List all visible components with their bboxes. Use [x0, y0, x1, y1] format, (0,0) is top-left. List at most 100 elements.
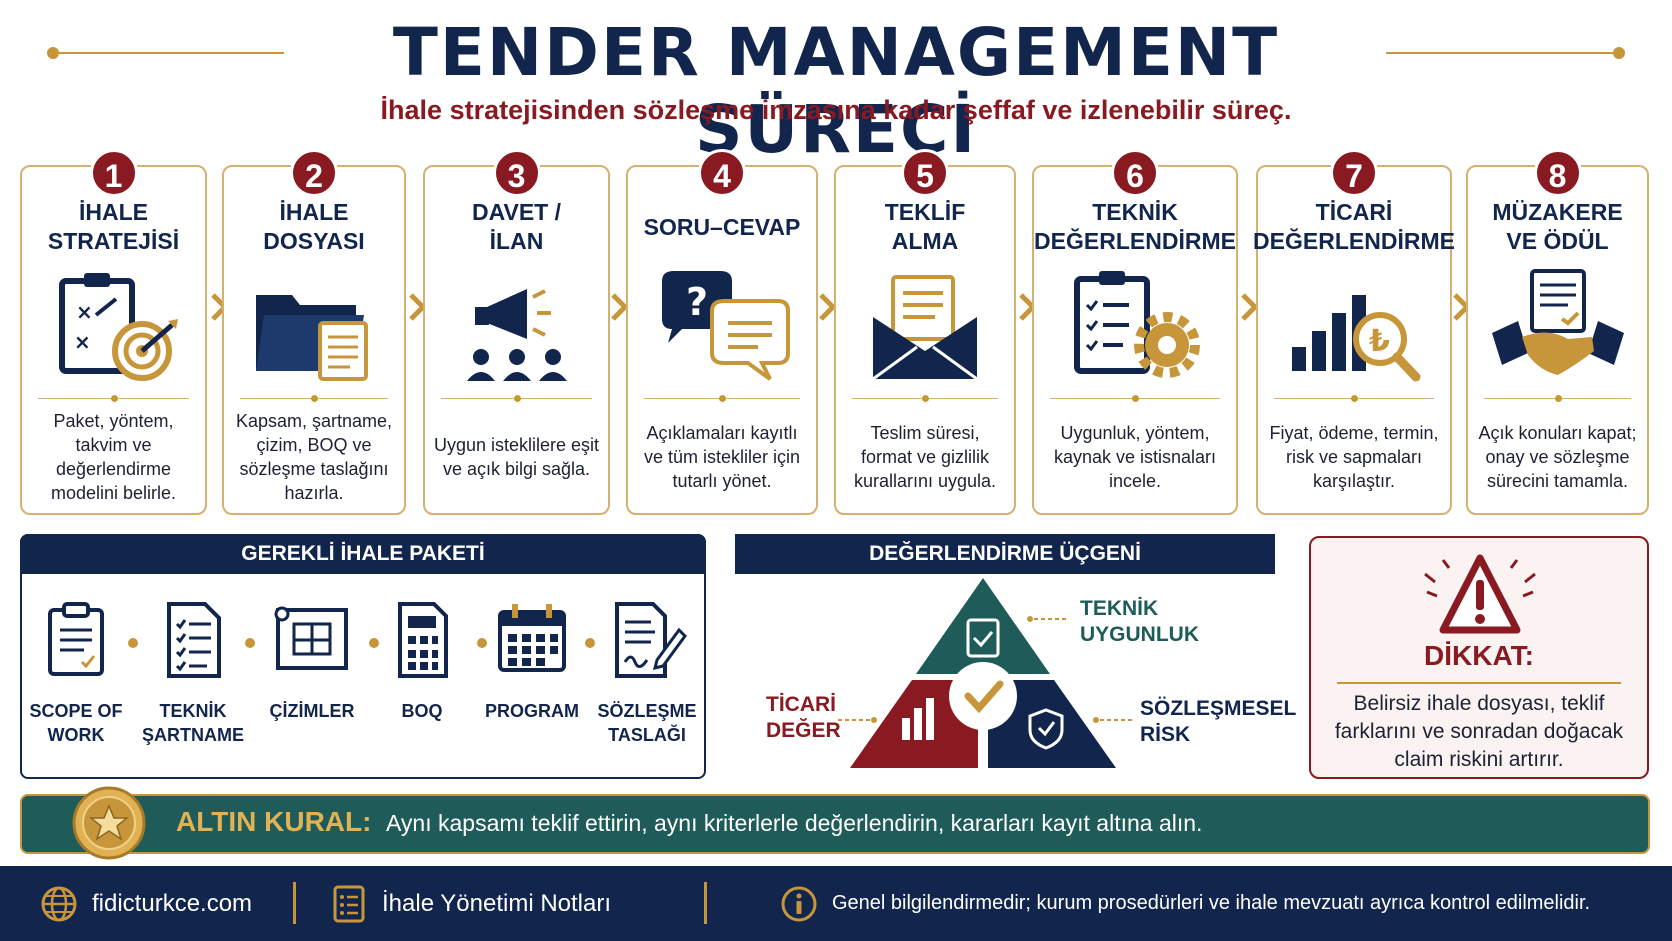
warning-title: DİKKAT: — [1424, 640, 1534, 671]
header: TENDER MANAGEMENT SÜRECİ İhale stratejis… — [0, 0, 1672, 168]
notes-list-icon — [333, 885, 365, 922]
step-number: 2 — [290, 149, 338, 197]
package-separator-dot — [245, 638, 255, 648]
clipboard-icon — [48, 602, 104, 676]
step-divider — [1484, 395, 1631, 402]
package-item-label: SCOPE OF WORK — [29, 701, 123, 745]
triangle-panel-title: DEĞERLENDİRME ÜÇGENİ — [735, 534, 1275, 574]
evaluation-triangle — [850, 578, 1116, 768]
step-number: 4 — [698, 149, 746, 197]
package-item-boq: BOQ — [362, 600, 482, 723]
footer: fidicturkce.com İhale Yönetimi Notları G… — [0, 866, 1672, 941]
chevron-right-icon — [611, 293, 628, 321]
page-subtitle: İhale stratejisinden sözleşme imzasına k… — [380, 95, 1292, 125]
step-divider — [240, 395, 388, 402]
package-separator-dot — [585, 638, 595, 648]
package-panel-title: GEREKLİ İHALE PAKETİ — [20, 534, 706, 574]
chevron-right-icon — [1241, 293, 1258, 321]
folder-document-icon — [256, 295, 368, 381]
golden-rule-text: Aynı kapsamı teklif ettirin, aynı kriter… — [386, 810, 1203, 836]
calendar-icon — [498, 604, 566, 672]
page-title: TENDER MANAGEMENT SÜRECİ — [392, 14, 1280, 168]
star-medal-icon — [72, 786, 146, 860]
svg-text:?: ? — [686, 280, 708, 324]
svg-text:×: × — [76, 300, 93, 324]
step-title: TİCARİ DEĞERLENDİRME — [1253, 199, 1455, 254]
step-title: MÜZAKERE VE ÖDÜL — [1492, 199, 1623, 254]
package-item-label: SÖZLEŞME TASLAĞI — [597, 701, 697, 745]
step-card-4: 4 SORU–CEVAP ? Açıklamaları kayıtlı ve t… — [626, 149, 818, 515]
warning-text: Belirsiz ihale dosyası, teklif farkların… — [1334, 692, 1624, 771]
contract-pen-icon — [615, 602, 687, 678]
step-number: 5 — [901, 149, 949, 197]
step-divider — [38, 395, 189, 402]
step-number: 7 — [1330, 149, 1378, 197]
golden-rule-label: ALTIN KURAL: — [176, 806, 372, 837]
footer-disclaimer-text: Genel bilgilendirmedir; kurum prosedürle… — [832, 892, 1591, 914]
step-divider — [644, 395, 800, 402]
step-divider — [1274, 395, 1434, 402]
step-number: 3 — [492, 149, 541, 197]
step-description: Paket, yöntem, takvim ve değerlendirme m… — [50, 411, 177, 503]
handshake-contract-icon — [1491, 269, 1624, 375]
footer-notes-text: İhale Yönetimi Notları — [382, 889, 612, 917]
step-description: Fiyat, ödeme, termin, risk ve sapmaları … — [1269, 423, 1439, 491]
step-number: 1 — [89, 149, 138, 197]
step-divider — [852, 395, 998, 402]
footer-notes[interactable]: İhale Yönetimi Notları — [330, 866, 611, 941]
step-divider — [441, 395, 592, 402]
step-title: DAVET / İLAN — [471, 199, 562, 254]
package-item-contract: SÖZLEŞME TASLAĞI — [587, 600, 707, 747]
golden-rule-bar — [20, 794, 1650, 854]
question-chat-icon: ? — [662, 271, 790, 381]
package-item-drawings: ÇİZİMLER — [252, 600, 372, 723]
step-description: Uygun isteklilere eşit ve açık bilgi sağ… — [433, 435, 600, 479]
title-decor-dot-right — [1613, 47, 1625, 59]
step-description: Teslim süresi, format ve gizlilik kurall… — [853, 423, 997, 491]
step-divider — [1050, 395, 1220, 402]
blueprint-icon — [274, 606, 348, 670]
connector-risk — [1093, 717, 1132, 723]
step-description: Açıklamaları kayıtlı ve tüm istekliler i… — [643, 423, 801, 491]
step-card-5: 5 TEKLİF ALMA Teslim süresi, format ve g… — [834, 149, 1016, 515]
warning-box: DİKKAT: Belirsiz ihale dosyası, teklif f… — [1309, 536, 1649, 779]
megaphone-people-icon — [466, 289, 567, 381]
step-description: Uygunluk, yöntem, kaynak ve istisnaları … — [1053, 423, 1217, 491]
title-decor-dot-left — [47, 47, 59, 59]
svg-text:×: × — [74, 330, 91, 354]
triangle-label-technical: TEKNİK UYGUNLUK — [1080, 597, 1199, 646]
package-separator-dot — [369, 638, 379, 648]
package-item-label: ÇİZİMLER — [269, 701, 355, 721]
step-title: İHALE STRATEJİSİ — [47, 199, 180, 254]
step-description: Açık konuları kapat; onay ve sözleşme sü… — [1478, 423, 1637, 491]
connector-technical — [1027, 616, 1066, 622]
step-number: 6 — [1111, 149, 1159, 197]
triangle-label-risk: SÖZLEŞMESEL RİSK — [1140, 697, 1296, 746]
checklist-gear-icon — [1074, 271, 1200, 378]
package-item-spec: TEKNİK ŞARTNAME — [133, 600, 253, 747]
step-number: 8 — [1533, 149, 1582, 197]
triangle-segment-technical — [916, 578, 1050, 674]
footer-disclaimer: Genel bilgilendirmedir; kurum prosedürle… — [780, 866, 1590, 941]
strategy-target-icon: × × — [58, 273, 178, 381]
step-title: SORU–CEVAP — [643, 213, 801, 240]
step-card-6: 6 TEKNİK DEĞERLENDİRME Uygunluk, yöntem,… — [1032, 149, 1238, 515]
footer-site-text: fidicturkce.com — [92, 889, 253, 917]
footer-site[interactable]: fidicturkce.com — [40, 866, 252, 941]
package-item-program: PROGRAM — [472, 600, 592, 723]
checklist-document-icon — [167, 602, 221, 678]
svg-text:₺: ₺ — [1369, 324, 1390, 359]
footer-divider — [293, 882, 296, 924]
step-card-1: 1 İHALE STRATEJİSİ × × Paket, yöntem, ta… — [20, 149, 207, 515]
package-item-label: TEKNİK ŞARTNAME — [142, 701, 244, 745]
footer-divider — [704, 882, 707, 924]
package-item-label: PROGRAM — [485, 701, 579, 721]
step-card-8: 8 MÜZAKERE VE ÖDÜL Açık konuları kapat; … — [1466, 149, 1649, 515]
chevron-right-icon — [819, 293, 836, 321]
step-description: Kapsam, şartname, çizim, BOQ ve sözleşme… — [235, 411, 393, 503]
title-decor-line-right — [1386, 52, 1620, 54]
info-icon — [781, 886, 817, 921]
calculator-icon — [398, 602, 448, 678]
globe-icon — [41, 886, 77, 921]
connector-commercial — [838, 717, 877, 723]
